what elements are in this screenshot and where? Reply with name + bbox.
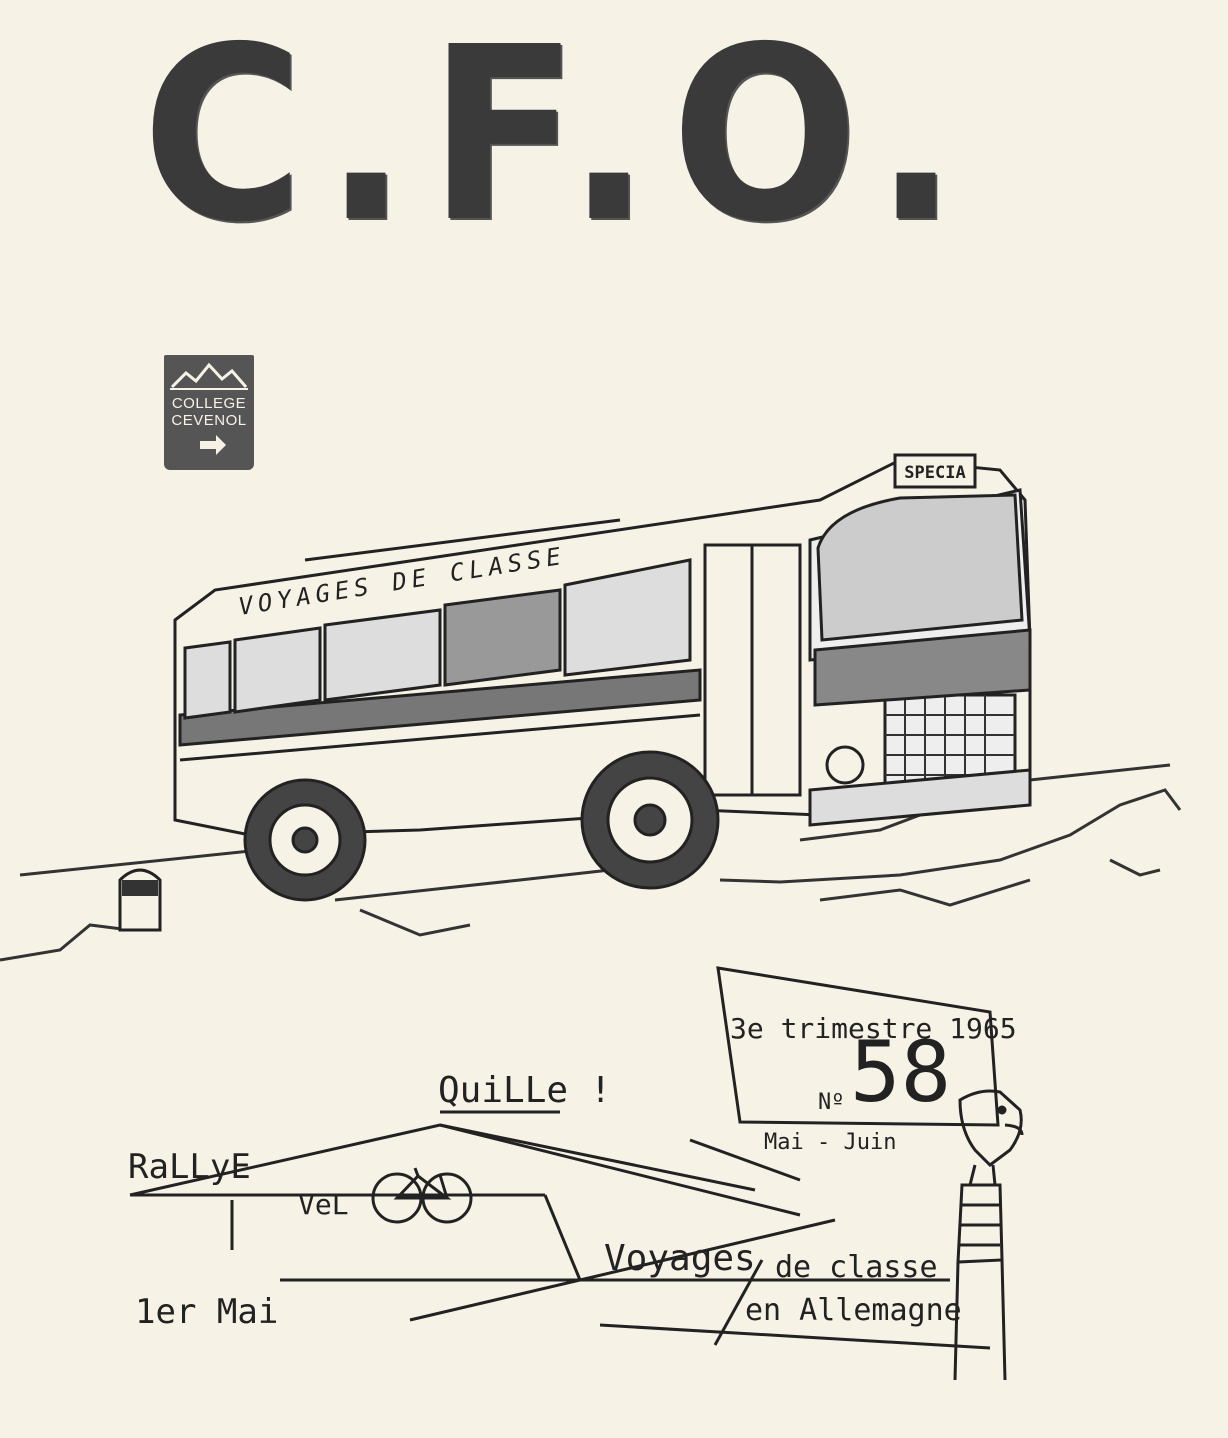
arrow-icon (200, 435, 226, 455)
college-crest: COLLEGE CEVENOL (164, 355, 254, 470)
topic-velo: VeL (298, 1188, 349, 1221)
issue-number-label: Nº (818, 1090, 845, 1115)
bus-body (173, 458, 1032, 902)
destination-sign-box (893, 453, 977, 489)
road-landscape (0, 763, 1182, 962)
masthead-title: C.F.O. (141, 0, 979, 275)
crest-line-1: COLLEGE (171, 395, 247, 412)
mountain-icon (170, 362, 248, 390)
topic-quille: QuiLLe ! (438, 1070, 612, 1111)
topic-rallye: RaLLyE (128, 1147, 251, 1187)
destination-sign-text: SPECIA (904, 463, 965, 483)
issue-number: 58 (850, 1023, 952, 1121)
bicycle-icon (371, 1167, 473, 1224)
issue-term: 3e trimestre 1965 (730, 1012, 1017, 1045)
crest-line-2: CEVENOL (171, 412, 247, 429)
topic-voyages: Voyages (604, 1238, 756, 1279)
issue-months: Mai - Juin (764, 1130, 897, 1155)
topic-allemagne: en Allemagne (745, 1293, 962, 1328)
milestone (118, 868, 162, 932)
topic-de-classe: de classe (775, 1250, 938, 1285)
topic-mai: 1er Mai (135, 1292, 279, 1332)
